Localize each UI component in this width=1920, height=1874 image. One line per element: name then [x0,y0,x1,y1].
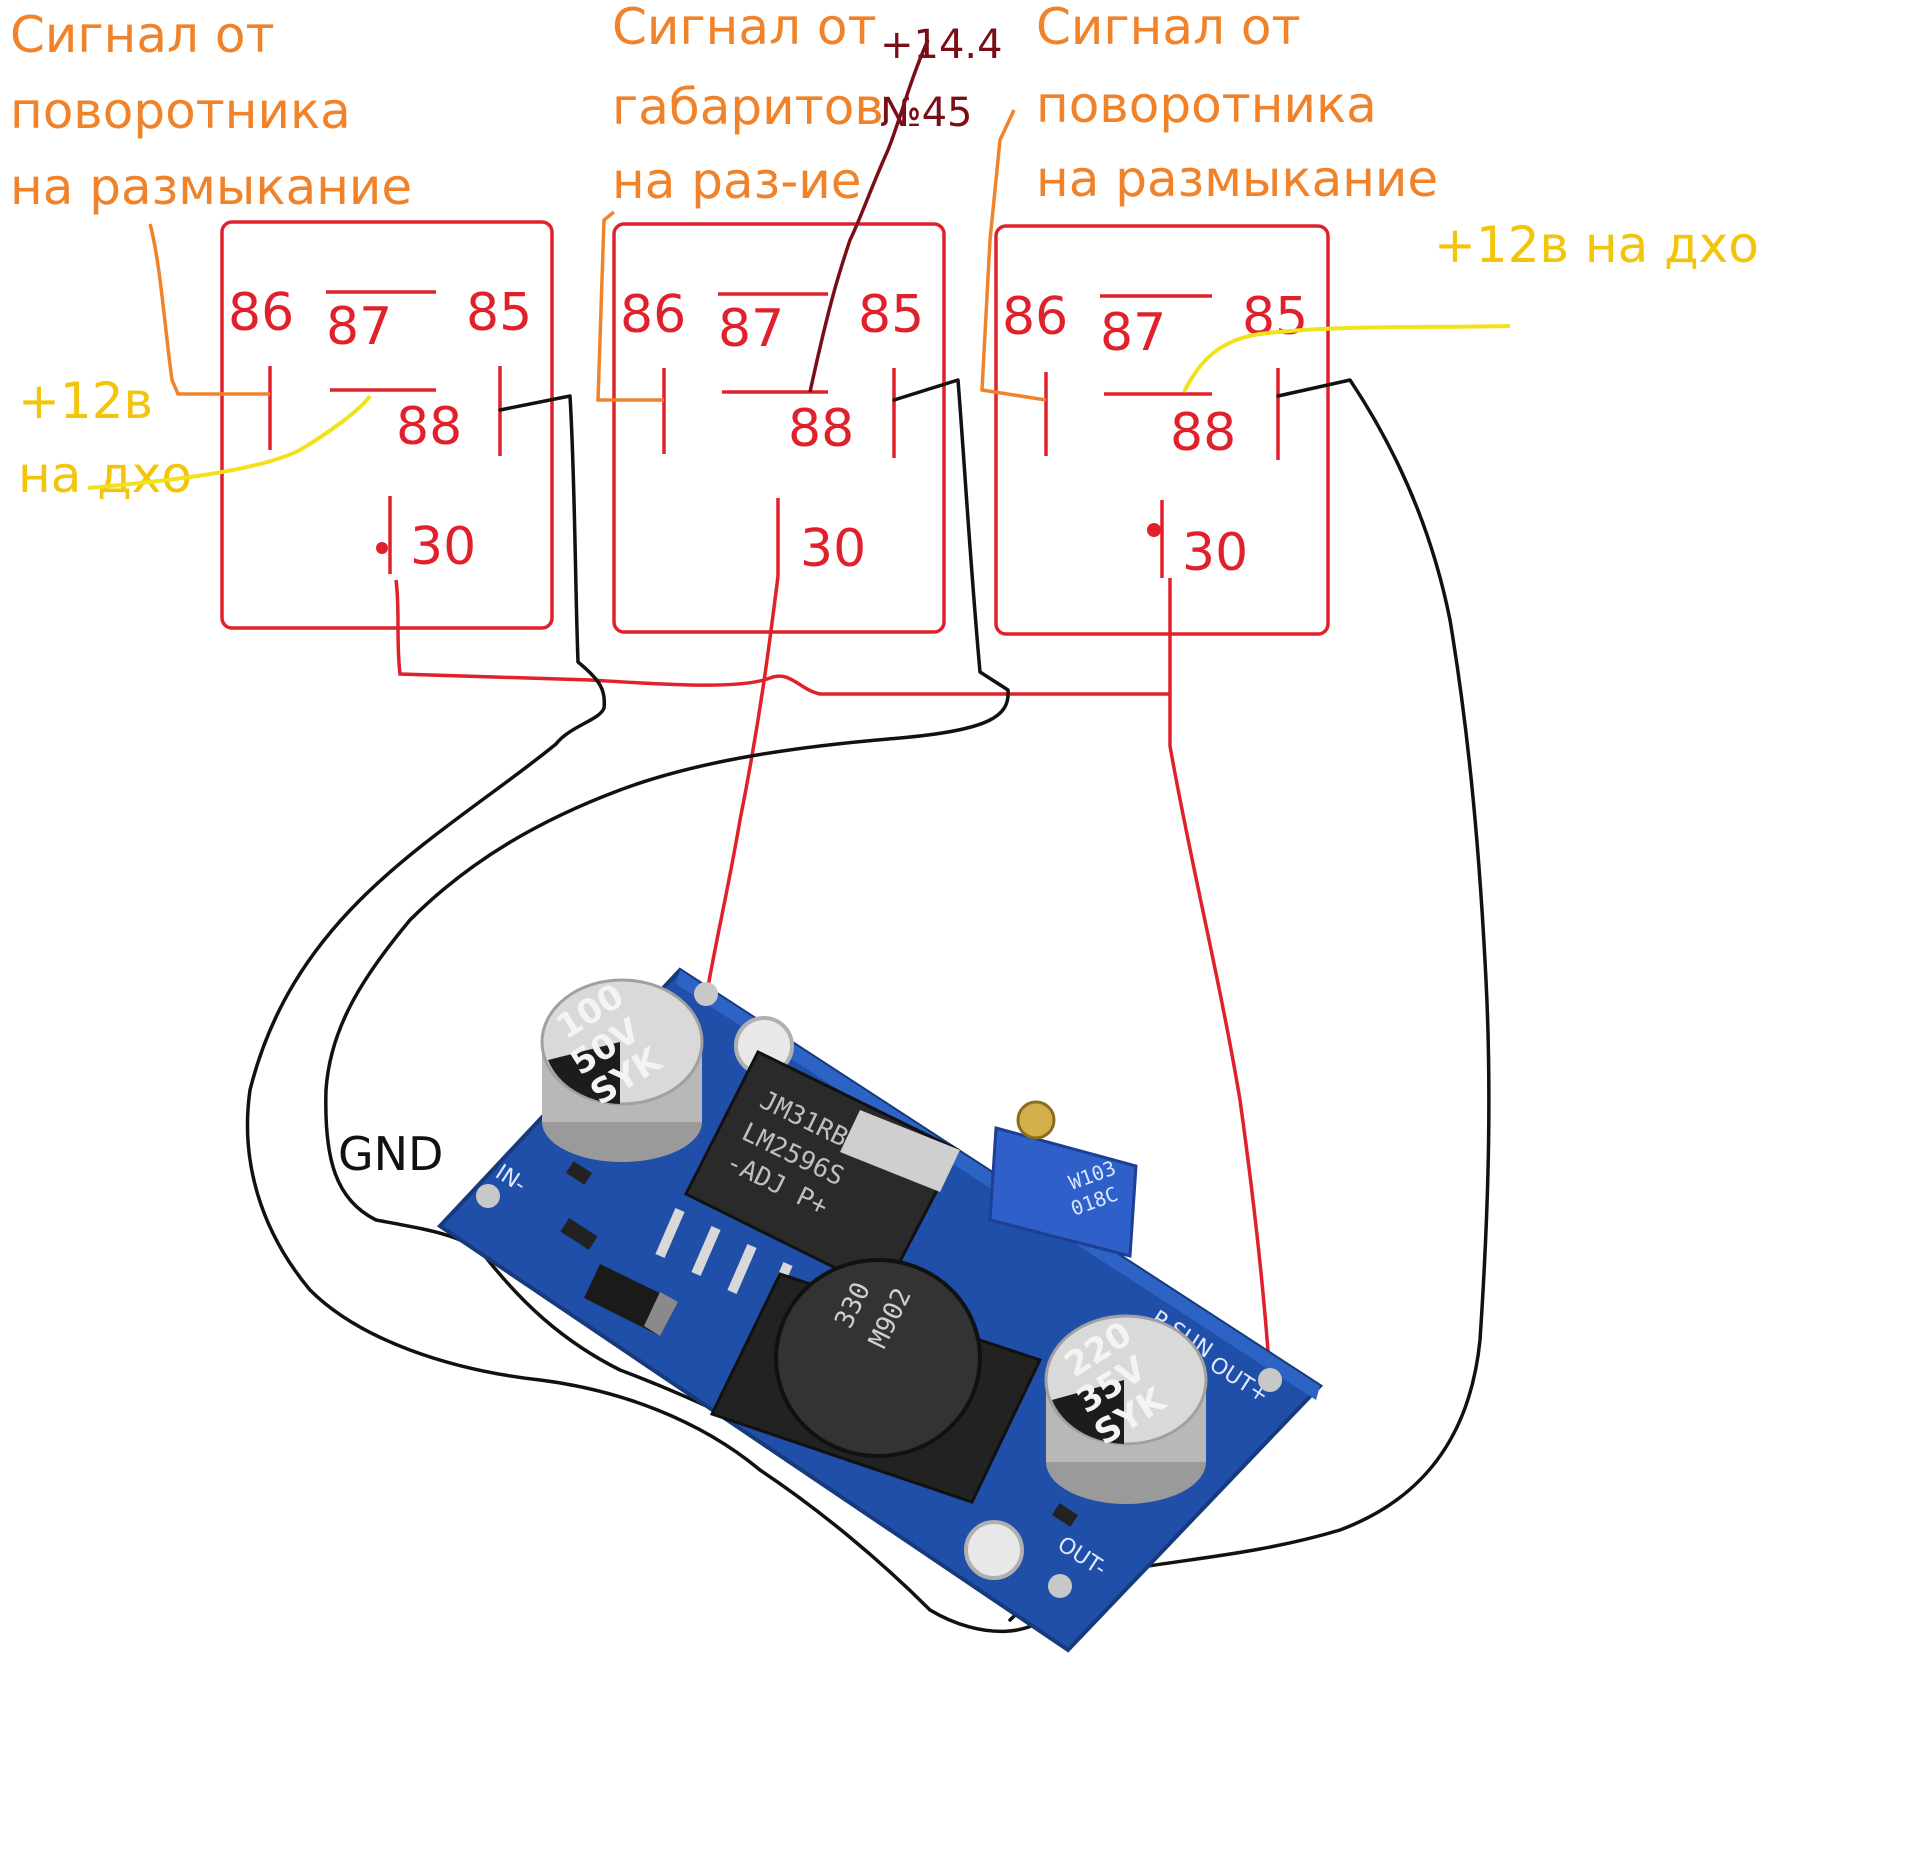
gnd-label: GND [338,1127,443,1181]
right-drl-wire [1182,324,1511,393]
relay-3-outline [994,224,1330,636]
relay-1: 86 87 85 88 30 [220,220,554,630]
inductor: 330 M902 [709,1258,1043,1504]
smd-led [1051,1503,1079,1527]
drl-left-label-line2: на дхо [18,446,192,504]
ic-tab [840,1110,960,1192]
relay-1-pin-30: 30 [410,517,476,577]
drl-left-label-line1: +12в [18,372,153,430]
right-signal-line2: поворотника [1036,76,1377,134]
relay-2-pin-88: 88 [788,399,854,459]
middle-signal-line2: габаритов [612,78,884,136]
input-capacitor: 100 50V SYK [540,976,704,1162]
left-signal-label: Сигнал от поворотника на размыкание [10,6,412,216]
relay-3-pin-87: 87 [1100,303,1166,363]
relay-2: 86 87 85 88 30 [612,222,946,634]
left-signal-line1: Сигнал от [10,6,275,64]
relay-3-pin-85: 85 [1242,287,1308,347]
mount-hole-bottom [964,1520,1024,1580]
relay-1-pin-87: 87 [326,297,392,357]
potentiometer: W103 018C [988,1100,1138,1258]
relay-3: 86 87 85 88 30 [994,224,1330,636]
diode-band [644,1292,678,1336]
relay-2-pin-30: 30 [800,519,866,579]
output-cap-polarity [1052,1380,1124,1444]
relay-1-pin-88: 88 [396,397,462,457]
right-common-to-out-plus [1168,578,1272,1379]
middle-common-to-in-plus [704,575,780,999]
relay-3-pin-86: 86 [1002,287,1068,347]
relay-2-pin-86: 86 [620,285,686,345]
inductor-core [774,1258,982,1458]
smd-capacitor [565,1161,593,1185]
common-bus-wire [394,579,1170,696]
middle-signal-line1: Сигнал от [612,0,877,56]
relay-3-pin-30: 30 [1182,523,1248,583]
pot-body [988,1126,1138,1258]
relay-1-pin-85: 85 [466,283,532,343]
middle-signal-wire [596,210,664,402]
relay-2-pin-87: 87 [718,299,784,359]
relay-1-outline [220,220,554,630]
input-cap-polarity [548,1042,620,1104]
output-capacitor: 220 35V SYK [1044,1314,1208,1504]
ground-wire-right [1008,378,1491,1622]
relay-3-pin-88: 88 [1170,403,1236,463]
right-signal-label: Сигнал от поворотника на размыкание [1036,0,1438,208]
left-signal-wire [148,223,270,396]
relay-2-outline [612,222,946,634]
ic-leg-1 [655,1208,685,1258]
relay-3-pin-30-dot [1147,523,1161,537]
left-drl-wire [87,394,372,490]
ic-leg-2 [691,1226,721,1276]
in-minus-pad [476,1184,500,1208]
out-plus-pad [1258,1368,1282,1392]
relay-1-pin-86: 86 [228,283,294,343]
left-signal-line3: на размыкание [10,158,412,216]
middle-signal-label: Сигнал от габаритов на раз-ие [612,0,884,210]
ic-leg-3 [727,1244,757,1294]
middle-signal-line3: на раз-ие [612,152,862,210]
right-signal-line3: на размыкание [1036,150,1438,208]
pot-screw [1016,1100,1056,1140]
out-minus-pad [1048,1574,1072,1598]
relay-2-pin-85: 85 [858,285,924,345]
supply-label-voltage: +14.4 [880,22,1003,68]
relay-1-pin-30-dot [376,542,388,554]
supply-wire [808,39,930,393]
drl-right-label: +12в на дхо [1434,216,1759,274]
buck-converter-module: IN- OUT+ OUT- P-SUN 100 50V SYK JM31RB L… [436,967,1324,1653]
right-signal-line1: Сигнал от [1036,0,1301,56]
smd-resistor [560,1218,598,1250]
right-signal-wire [980,109,1047,402]
left-signal-line2: поворотника [10,82,351,140]
in-plus-pad [694,982,718,1006]
ground-wire-left [245,394,1095,1634]
schottky-diode [584,1264,678,1336]
